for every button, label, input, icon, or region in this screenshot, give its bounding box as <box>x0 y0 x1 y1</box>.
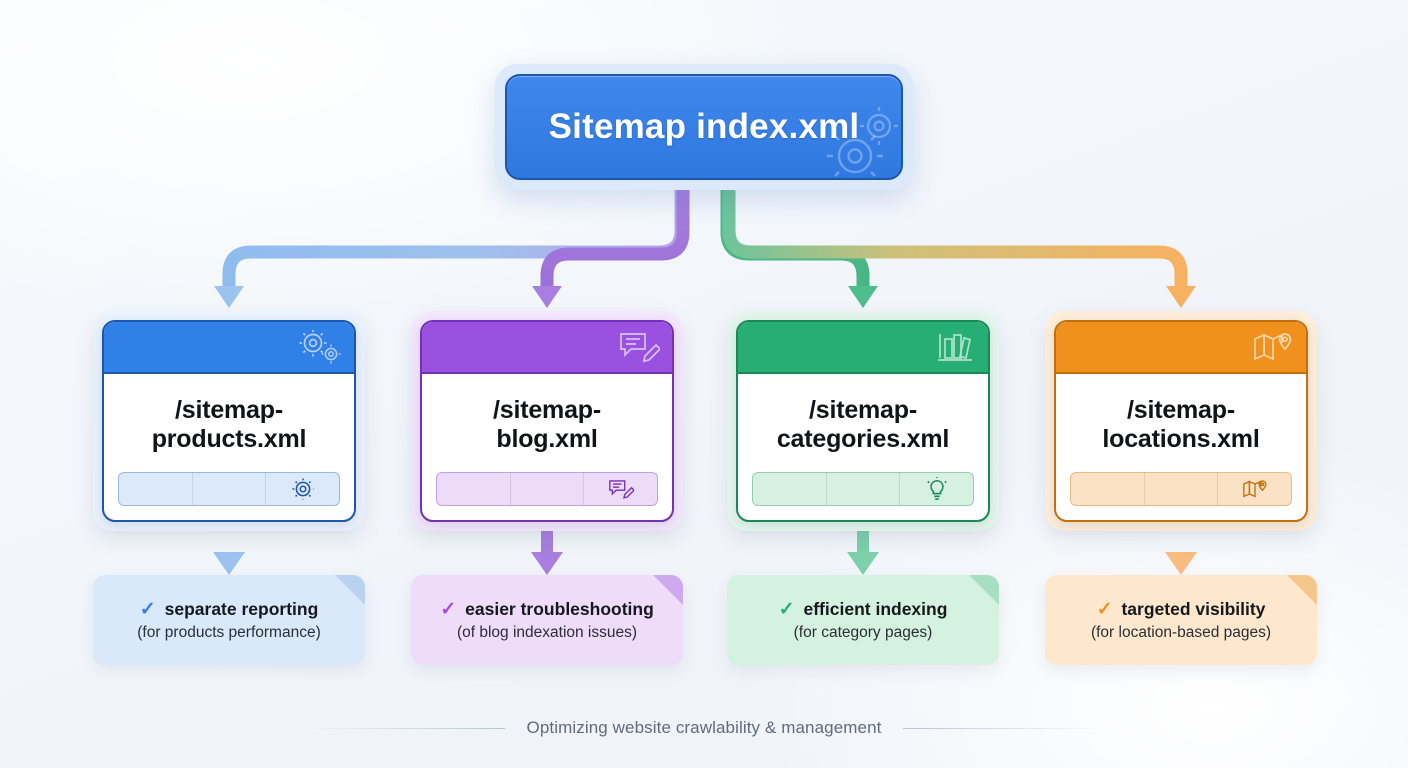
footer-segment <box>265 473 339 505</box>
card-footer-strip <box>752 472 974 506</box>
check-icon: ✓ <box>440 598 457 620</box>
folded-corner <box>335 575 365 605</box>
benefit-subtitle: (for location-based pages) <box>1090 623 1272 641</box>
check-icon: ✓ <box>1096 598 1113 620</box>
card-filename: /sitemap- locations.xml <box>1102 396 1259 455</box>
folded-corner <box>969 575 999 605</box>
filename-line2: blog.xml <box>496 425 598 453</box>
card-body: /sitemap- locations.xml <box>1056 374 1306 472</box>
benefit-callout-products[interactable]: ✓ separate reporting (for products perfo… <box>93 575 365 665</box>
card-frame: /sitemap- blog.xml <box>420 320 674 522</box>
card-header <box>422 322 672 374</box>
benefit-callout-blog[interactable]: ✓ easier troubleshooting (of blog indexa… <box>411 575 683 665</box>
connector-products <box>222 183 688 299</box>
comment-edit-icon <box>620 333 660 363</box>
card-footer-strip <box>118 472 340 506</box>
filename-line1: /sitemap- <box>175 395 283 424</box>
benefit-headline: ✓ targeted visibility <box>1097 599 1266 620</box>
footer-divider-right <box>903 727 1104 729</box>
footer-segment <box>1143 473 1218 505</box>
card-body: /sitemap- blog.xml <box>422 374 672 472</box>
arrowhead-benefit-blog <box>531 552 563 575</box>
filename-line2: products.xml <box>151 425 307 453</box>
check-icon: ✓ <box>139 598 156 620</box>
footer-caption-row: Optimizing website crawlability & manage… <box>0 718 1408 738</box>
benefit-title: targeted visibility <box>1121 598 1266 619</box>
root-node-body: Sitemap index.xml <box>505 74 903 180</box>
filename-line2: categories.xml <box>776 425 950 453</box>
arrowhead-benefit-categories <box>847 552 879 575</box>
sitemap-card-products[interactable]: /sitemap- products.xml <box>93 311 365 531</box>
filename-line1: /sitemap- <box>1127 395 1235 424</box>
benefit-headline: ✓ separate reporting <box>140 599 319 620</box>
footer-segment <box>583 473 657 505</box>
card-header <box>738 322 988 374</box>
sitemap-card-categories[interactable]: /sitemap- categories.xml <box>727 311 999 531</box>
card-frame: /sitemap- locations.xml <box>1054 320 1308 522</box>
filename-line2: locations.xml <box>1102 425 1260 453</box>
footer-segment <box>825 473 900 505</box>
benefit-subtitle: (for products performance) <box>137 623 321 641</box>
card-filename: /sitemap- categories.xml <box>777 396 949 455</box>
footer-segment <box>191 473 266 505</box>
card-body: /sitemap- products.xml <box>104 374 354 472</box>
card-filename: /sitemap- blog.xml <box>493 396 601 455</box>
footer-segment <box>1071 473 1144 505</box>
card-header <box>104 322 354 374</box>
footer-segment <box>1217 473 1291 505</box>
map-pin-icon <box>1254 333 1292 361</box>
arrowhead-benefit-locations <box>1165 552 1197 575</box>
benefit-title: separate reporting <box>164 598 319 619</box>
root-node-sitemap-index[interactable]: Sitemap index.xml <box>495 64 913 190</box>
connector-locations <box>722 183 1188 299</box>
footer-segment <box>753 473 826 505</box>
footer-segment <box>899 473 973 505</box>
root-node-title: Sitemap index.xml <box>548 107 860 146</box>
footer-caption: Optimizing website crawlability & manage… <box>526 718 882 737</box>
arrowhead-blog <box>532 286 562 308</box>
benefit-headline: ✓ easier troubleshooting <box>440 599 654 620</box>
gears-icon <box>299 330 341 364</box>
map-pin-icon <box>1242 480 1267 498</box>
gear-icon <box>860 107 898 145</box>
filename-line1: /sitemap- <box>493 395 601 424</box>
footer-divider-left <box>304 727 505 729</box>
arrowhead-products <box>214 286 244 308</box>
card-body: /sitemap- categories.xml <box>738 374 988 472</box>
benefit-subtitle: (for category pages) <box>793 623 933 641</box>
card-header <box>1056 322 1306 374</box>
card-frame: /sitemap- products.xml <box>102 320 356 522</box>
benefit-callout-locations[interactable]: ✓ targeted visibility (for location-base… <box>1045 575 1317 665</box>
check-icon: ✓ <box>778 598 795 620</box>
card-footer-strip <box>436 472 658 506</box>
sitemap-card-blog[interactable]: /sitemap- blog.xml <box>411 311 683 531</box>
card-footer-strip <box>1070 472 1292 506</box>
gear-icon <box>827 128 883 178</box>
benefit-title: efficient indexing <box>803 598 948 619</box>
filename-line1: /sitemap- <box>809 395 917 424</box>
footer-segment <box>119 473 192 505</box>
arrowhead-benefit-products <box>213 552 245 575</box>
footer-segment <box>437 473 510 505</box>
arrowhead-locations <box>1166 286 1196 308</box>
connector-categories <box>720 183 870 299</box>
folded-corner <box>1287 575 1317 605</box>
benefit-subtitle: (of blog indexation issues) <box>456 623 638 641</box>
gear-icon <box>292 478 314 500</box>
sitemap-card-locations[interactable]: /sitemap- locations.xml <box>1045 311 1317 531</box>
card-frame: /sitemap- categories.xml <box>736 320 990 522</box>
card-filename: /sitemap- products.xml <box>152 396 307 455</box>
benefit-callout-categories[interactable]: ✓ efficient indexing (for category pages… <box>727 575 999 665</box>
comment-edit-icon <box>608 480 634 499</box>
connector-blog <box>540 183 690 299</box>
lightbulb-icon <box>926 477 947 500</box>
folded-corner <box>653 575 683 605</box>
benefit-title: easier troubleshooting <box>465 598 654 619</box>
arrowhead-categories <box>848 286 878 308</box>
benefit-headline: ✓ efficient indexing <box>779 599 948 620</box>
books-icon <box>938 334 972 361</box>
footer-segment <box>509 473 584 505</box>
